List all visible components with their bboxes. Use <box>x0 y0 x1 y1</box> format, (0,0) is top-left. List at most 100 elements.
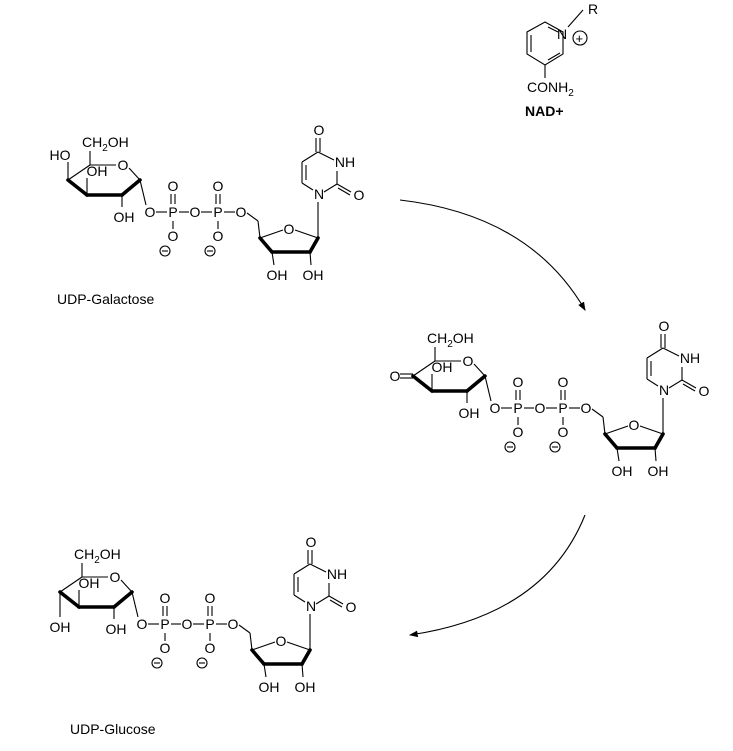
bond <box>59 576 83 593</box>
negative-charge-icon <box>204 245 216 257</box>
reaction-arrow-oxidation <box>399 199 586 311</box>
atom-label: O <box>182 616 193 632</box>
bond <box>66 178 89 197</box>
bond <box>294 229 319 239</box>
phosphorus-label: P <box>558 400 567 416</box>
bond <box>315 595 330 605</box>
nitrogen-label: N <box>306 598 316 614</box>
phosphoryl-oxygen: O <box>205 590 216 606</box>
nad-amide: CONH2 <box>527 79 574 99</box>
atom-label: O <box>228 616 239 632</box>
phosphate-oxygen: O <box>213 228 224 244</box>
phosphorus-label: P <box>160 616 169 632</box>
nad-label: NAD+ <box>525 103 564 119</box>
phosphate-oxygen: O <box>558 424 569 440</box>
bond <box>654 447 657 462</box>
bond <box>249 632 253 651</box>
phosphoryl-oxygen: O <box>213 178 224 194</box>
carbonyl-oxygen: O <box>314 122 325 138</box>
hydroxyl-label: OH <box>87 163 108 179</box>
bond <box>329 599 343 608</box>
carbonyl-oxygen: O <box>354 187 365 203</box>
reaction-arrow-reduction <box>408 514 586 638</box>
bond <box>238 624 251 634</box>
bond <box>323 183 338 193</box>
udp-glucose-label: UDP-Glucose <box>70 721 156 737</box>
hydroxyl-label: OH <box>295 679 316 695</box>
phosphoryl-oxygen: O <box>168 178 179 194</box>
bond <box>67 164 91 181</box>
hydroxyl-label: HO <box>50 147 71 163</box>
ch2oh-group: CH2OH <box>427 330 474 350</box>
phosphoryl-oxygen: O <box>513 374 524 390</box>
negative-charge-icon <box>549 441 561 453</box>
nh-label: NH <box>327 566 347 582</box>
bond <box>58 590 81 609</box>
bond <box>246 212 259 222</box>
bond <box>309 563 327 573</box>
atom-label: O <box>535 400 546 416</box>
nh-label: NH <box>335 154 355 170</box>
hydroxyl-label: OH <box>259 679 280 695</box>
carbonyl-oxygen: O <box>346 599 357 615</box>
bond <box>646 378 659 387</box>
bond <box>473 363 486 377</box>
bond <box>128 167 141 181</box>
nitrogen-label: N <box>314 186 324 202</box>
ring-oxygen: O <box>110 569 121 585</box>
bond <box>120 579 133 593</box>
bond <box>412 360 436 377</box>
negative-charge-icon <box>504 441 516 453</box>
negative-charge-icon <box>196 657 208 669</box>
bond <box>616 447 620 462</box>
phosphate-oxygen: O <box>205 640 216 656</box>
bond <box>263 663 267 678</box>
bond <box>286 641 311 651</box>
phosphate-oxygen: O <box>168 228 179 244</box>
bond <box>411 374 434 393</box>
nad-ring-nitrogen: N <box>557 26 567 42</box>
bond <box>603 432 619 450</box>
positive-charge-icon <box>572 30 588 46</box>
phosphorus-label: P <box>213 204 222 220</box>
ring-oxygen: O <box>629 417 640 433</box>
bond <box>639 425 664 435</box>
hydroxyl-label: OH <box>114 209 135 225</box>
atom-label: O <box>490 400 501 416</box>
hydroxyl-label: OH <box>50 619 71 635</box>
hydroxyl-label: OH <box>612 463 633 479</box>
bond <box>301 663 304 678</box>
phosphoryl-oxygen: O <box>160 590 171 606</box>
ring-oxygen: O <box>463 353 474 369</box>
phosphate-oxygen: O <box>160 640 171 656</box>
ch2oh-group: CH2OH <box>82 134 129 154</box>
negative-charge-icon <box>159 245 171 257</box>
carbonyl-oxygen: O <box>659 318 670 334</box>
hydroxyl-label: OH <box>267 267 288 283</box>
bond <box>258 236 274 254</box>
bond <box>257 220 261 239</box>
bond <box>602 416 606 435</box>
ring-oxygen: O <box>118 157 129 173</box>
hydroxyl-label: OH <box>648 463 669 479</box>
bond <box>668 379 683 389</box>
bond <box>131 591 139 618</box>
nad-substituent-r: R <box>588 1 598 17</box>
bond <box>308 236 320 254</box>
bond <box>653 432 665 450</box>
bond <box>328 595 344 605</box>
bond <box>662 347 680 357</box>
hydroxyl-label: OH <box>432 359 453 375</box>
nad-structure: N R + CONH2 NAD+ <box>525 1 598 119</box>
bond <box>301 151 319 163</box>
atom-label: O <box>236 204 247 220</box>
bond <box>646 347 664 359</box>
keto-oxygen: O <box>390 368 401 384</box>
bond <box>465 374 487 393</box>
positive-charge-sign: + <box>576 31 584 46</box>
bond <box>682 383 696 392</box>
hydroxyl-label: OH <box>106 621 127 637</box>
